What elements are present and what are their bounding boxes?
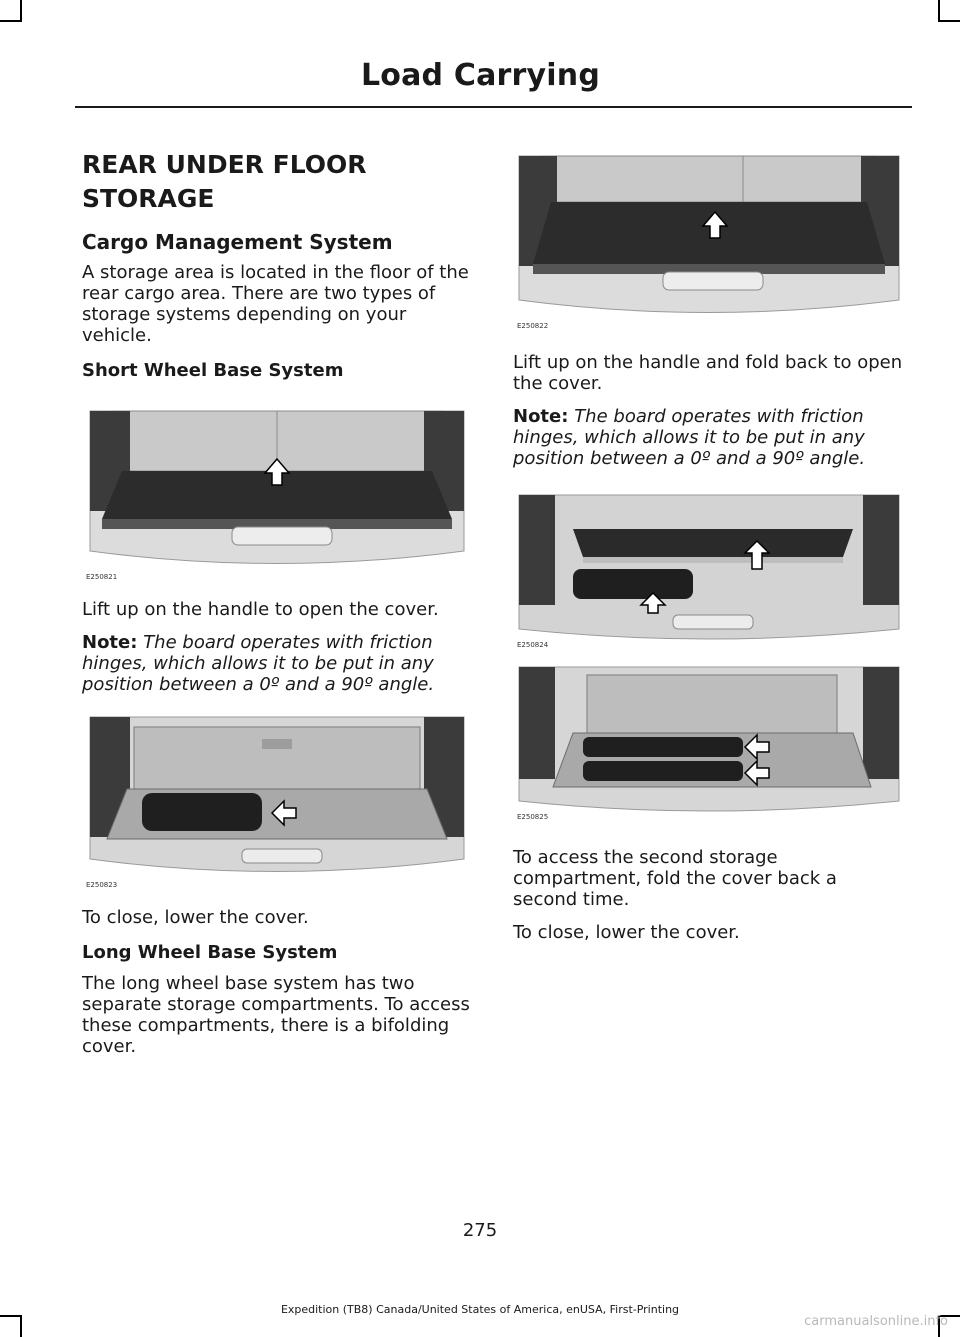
note-label: Note:	[82, 632, 138, 653]
crop-mark	[938, 1315, 940, 1337]
second-compartment-paragraph: To access the second storage compartment…	[513, 847, 837, 910]
crop-mark	[20, 0, 22, 22]
cargo-illustration	[82, 709, 472, 885]
footer-text: Expedition (TB8) Canada/United States of…	[280, 1303, 680, 1316]
page-number: 275	[462, 1220, 498, 1241]
step-open-cover: Lift up on the handle to open the cover.	[82, 599, 439, 620]
crop-mark	[938, 0, 940, 22]
cargo-illustration	[513, 150, 905, 326]
crop-mark	[0, 20, 22, 22]
crop-mark	[938, 1315, 960, 1317]
cargo-illustration	[82, 401, 472, 577]
page-header-title: Load Carrying	[360, 58, 600, 93]
figure-code: E250821	[86, 573, 118, 581]
intro-paragraph: A storage area is located in the floor o…	[82, 262, 469, 346]
note-paragraph: Note: The board operates with friction h…	[513, 406, 903, 469]
crop-mark	[20, 1315, 22, 1337]
figure-code: E250823	[86, 881, 118, 889]
figure-lwb-second-compartment: E250825	[513, 661, 905, 821]
cargo-illustration	[513, 661, 905, 817]
subsection-title: Cargo Management System	[82, 230, 393, 254]
watermark: carmanualsonline.info	[804, 1314, 948, 1329]
figure-lwb-first-compartment: E250824	[513, 489, 905, 649]
step-close-cover: To close, lower the cover.	[513, 922, 740, 943]
short-wheel-base-heading: Short Wheel Base System	[82, 360, 344, 381]
long-wheel-base-paragraph: The long wheel base system has two separ…	[82, 973, 470, 1057]
note-paragraph: Note: The board operates with friction h…	[82, 632, 472, 695]
figure-code: E250822	[517, 322, 549, 330]
crop-mark	[0, 1315, 22, 1317]
header-divider	[75, 106, 912, 108]
crop-mark	[938, 20, 960, 22]
step-lift-fold: Lift up on the handle and fold back to o…	[513, 352, 903, 394]
left-column: REAR UNDER FLOOR STORAGE Cargo Managemen…	[82, 140, 472, 1069]
figure-cargo-cover-closed: E250821	[82, 401, 472, 581]
right-column: E250822 Lift up on the handle and fold b…	[513, 150, 905, 955]
section-title: REAR UNDER FLOOR STORAGE	[82, 150, 367, 213]
figure-code: E250824	[517, 641, 549, 649]
note-text: The board operates with friction hinges,…	[513, 406, 866, 469]
cargo-illustration	[513, 489, 905, 645]
figure-lwb-cover-closed: E250822	[513, 150, 905, 330]
figure-cargo-cover-open: E250823	[82, 709, 472, 889]
figure-code: E250825	[517, 813, 549, 821]
step-close-cover: To close, lower the cover.	[82, 907, 309, 928]
long-wheel-base-heading: Long Wheel Base System	[82, 942, 338, 963]
note-text: The board operates with friction hinges,…	[82, 632, 435, 695]
note-label: Note:	[513, 406, 569, 427]
